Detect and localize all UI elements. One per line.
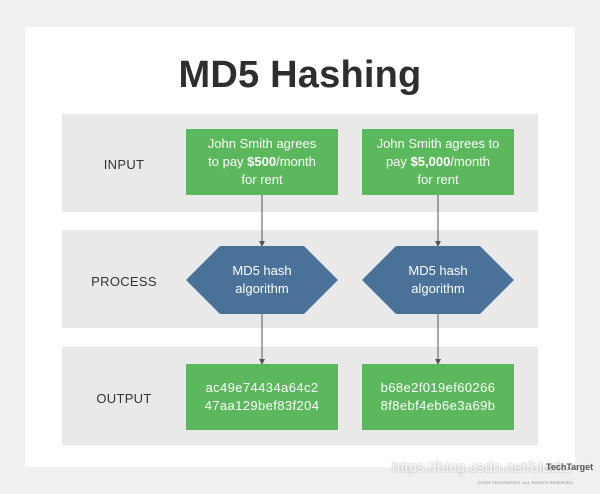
output-label: OUTPUT <box>96 391 152 406</box>
hexagon-shape <box>362 246 514 314</box>
left-output-box: ac49e74434a64c2 47aa129bef83f204 <box>186 364 338 430</box>
left-process-hexagon: MD5 hash algorithm <box>186 246 338 314</box>
watermark-url: https://blog.csdn.net/bludtu <box>392 459 572 476</box>
hexagon-shape <box>186 246 338 314</box>
left-process-line1: MD5 hash <box>232 263 292 278</box>
right-input-line1: John Smith agrees to <box>376 136 500 151</box>
right-output-line2: 8f8ebf4eb6e3a69b <box>380 398 496 413</box>
left-input-box: John Smith agrees to pay $500/month for … <box>186 129 338 195</box>
right-output-line1: b68e2f019ef60266 <box>380 380 496 395</box>
right-output-box: b68e2f019ef60266 8f8ebf4eb6e3a69b <box>362 364 514 430</box>
copyright-text: ©2019 TECHTARGET. ALL RIGHTS RESERVED <box>478 480 573 485</box>
brand-logo: TechTarget <box>546 462 594 472</box>
right-process-hexagon: MD5 hash algorithm <box>362 246 514 314</box>
left-process-line2: algorithm <box>235 281 289 296</box>
left-input-line1: John Smith agrees <box>207 136 317 151</box>
process-label: PROCESS <box>91 274 157 289</box>
right-input-line3: for rent <box>417 172 459 187</box>
right-process-line1: MD5 hash <box>408 263 468 278</box>
right-process-line2: algorithm <box>411 281 465 296</box>
input-label: INPUT <box>103 157 145 172</box>
left-output-line1: ac49e74434a64c2 <box>205 380 319 395</box>
right-input-line2: pay $5,000/month <box>385 154 491 169</box>
left-input-line3: for rent <box>241 172 283 187</box>
right-input-box: John Smith agrees to pay $5,000/month fo… <box>362 129 514 195</box>
left-output-line2: 47aa129bef83f204 <box>204 398 320 413</box>
left-input-line2: to pay $500/month <box>208 154 316 169</box>
diagram-title: MD5 Hashing <box>178 54 422 96</box>
